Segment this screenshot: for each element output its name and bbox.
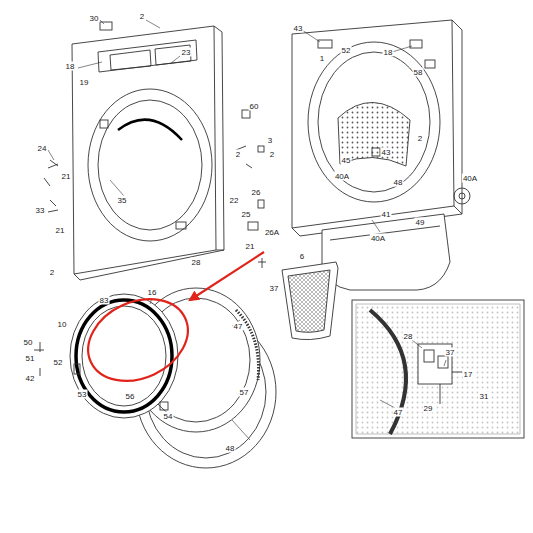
callout-number: 57 (239, 388, 250, 397)
callout-number: 21 (55, 226, 66, 235)
callout-number: 17 (463, 370, 474, 379)
callout-number: 60 (249, 102, 260, 111)
callout-number: 29 (423, 404, 434, 413)
callout-number: 2 (235, 150, 241, 159)
callout-number: 42 (25, 374, 36, 383)
callout-number: 40A (370, 234, 386, 243)
inset-detail (352, 300, 524, 438)
callout-number: 3 (267, 136, 273, 145)
callout-number: 16 (147, 288, 158, 297)
callout-number: 31 (479, 392, 490, 401)
callout-number: 58 (413, 68, 424, 77)
callout-number: 24 (37, 144, 48, 153)
callout-number: 30 (89, 14, 100, 23)
callout-number: 43 (293, 24, 304, 33)
filter-housing (322, 214, 450, 290)
callout-number: 21 (61, 172, 72, 181)
callout-number: 33 (35, 206, 46, 215)
callout-number: 52 (53, 358, 64, 367)
callout-number: 47 (393, 408, 404, 417)
callout-number: 6 (299, 252, 305, 261)
lint-filter (282, 262, 338, 340)
callout-number: 54 (163, 412, 174, 421)
callout-number: 28 (403, 332, 414, 341)
callout-number: 40A (334, 172, 350, 181)
leader-lines (48, 20, 446, 440)
callout-number: 41 (381, 210, 392, 219)
callout-number: 26A (264, 228, 280, 237)
callout-number: 2 (139, 12, 145, 21)
callout-number: 35 (117, 196, 128, 205)
callout-number: 21 (245, 242, 256, 251)
callout-number: 18 (383, 48, 394, 57)
callout-number: 52 (341, 46, 352, 55)
callout-number: 22 (229, 196, 240, 205)
callout-number: 26 (251, 188, 262, 197)
callout-number: 37 (445, 348, 456, 357)
callout-number: 51 (25, 354, 36, 363)
callout-number: 10 (57, 320, 68, 329)
callout-number: 1 (319, 54, 325, 63)
callout-number: 37 (269, 284, 280, 293)
callout-number: 43 (381, 148, 392, 157)
highlight (75, 252, 264, 396)
callout-number: 48 (393, 178, 404, 187)
callout-number: 47 (233, 322, 244, 331)
door-assembly (34, 288, 276, 468)
callout-number: 40A (462, 174, 478, 183)
rear-bulkhead (292, 20, 470, 236)
callout-number: 2 (417, 134, 423, 143)
callout-number: 2 (49, 268, 55, 277)
callout-number: 23 (181, 48, 192, 57)
callout-number: 2 (269, 150, 275, 159)
callout-number: 19 (79, 78, 90, 87)
callout-number: 28 (191, 258, 202, 267)
callout-number: 18 (65, 62, 76, 71)
callout-number: 45 (341, 156, 352, 165)
callout-number: 56 (125, 392, 136, 401)
callout-number: 48 (225, 444, 236, 453)
callout-number: 53 (77, 390, 88, 399)
callout-number: 83 (99, 296, 110, 305)
callout-number: 50 (23, 338, 34, 347)
hardware (44, 22, 266, 268)
front-panel (72, 26, 224, 280)
callout-number: 25 (241, 210, 252, 219)
callout-number: 49 (415, 218, 426, 227)
